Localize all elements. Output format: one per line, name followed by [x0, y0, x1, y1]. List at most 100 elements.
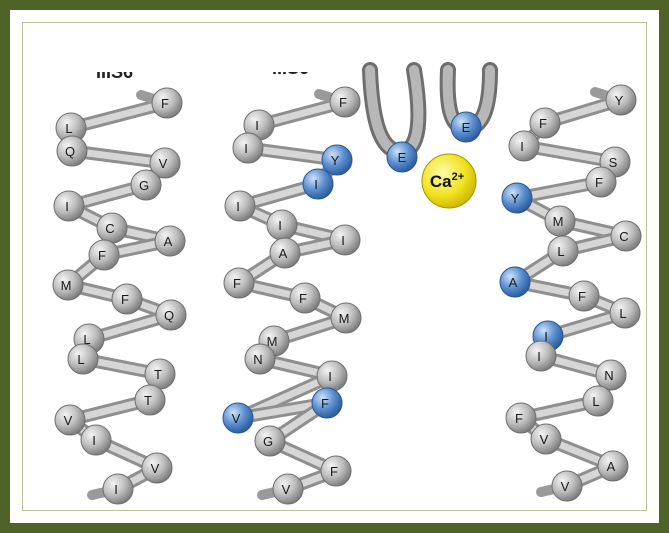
helix-1-residue-6: I [54, 191, 84, 221]
residue-label: A [164, 234, 173, 249]
residue-label: A [509, 275, 518, 290]
helix-1-residue-7: C [97, 213, 127, 243]
helix-2-residue-4: Y [322, 145, 352, 175]
helix-1-residue-17: V [55, 405, 85, 435]
helix-3-residue-3: I [509, 131, 539, 161]
residue-label: I [92, 433, 96, 448]
residue-label: I [520, 139, 524, 154]
pore-loops: EE [370, 70, 490, 172]
helix-3-residue-9: L [548, 236, 578, 266]
helix-3-residue-17: F [506, 403, 536, 433]
helix-2-residue-9: A [270, 238, 300, 268]
helix-1-residue-15: T [145, 359, 175, 389]
residue-label: I [537, 349, 541, 364]
helix-1-residue-18: I [81, 425, 111, 455]
residue-label: N [253, 352, 262, 367]
helix-1-residue-3: Q [57, 136, 87, 166]
residue-label: Y [511, 191, 520, 206]
residue-label: E [462, 120, 471, 135]
helix-1-residue-9: F [89, 240, 119, 270]
residue-label: G [139, 178, 149, 193]
residue-label: V [159, 156, 168, 171]
pore-loop-residue-1: E [387, 142, 417, 172]
residue-label: Q [65, 144, 75, 159]
helix-3-residue-2: F [530, 108, 560, 138]
residue-label: V [282, 482, 291, 497]
residue-label: F [330, 464, 338, 479]
residue-label: A [607, 459, 616, 474]
residue-label: I [65, 199, 69, 214]
helix-3-residue-7: M [545, 206, 575, 236]
helix-1-residue-12: Q [156, 300, 186, 330]
residue-label: F [161, 96, 169, 111]
helix-3-residue-14: I [526, 341, 556, 371]
residue-label: C [619, 229, 628, 244]
helix-1-residue-20: I [103, 474, 133, 504]
residue-label: I [278, 218, 282, 233]
helix-2-residue-1: F [330, 87, 360, 117]
residue-label: T [144, 393, 152, 408]
residue-label: I [236, 199, 240, 214]
residue-sphere [103, 474, 133, 504]
residue-sphere [317, 361, 347, 391]
helix-2-residue-5: I [303, 169, 333, 199]
residue-label: L [65, 121, 72, 136]
residue-label: F [321, 396, 329, 411]
residue-label: C [105, 221, 114, 236]
residue-sphere [526, 341, 556, 371]
residue-sphere [509, 131, 539, 161]
residue-label: F [233, 276, 241, 291]
residue-label: I [341, 233, 345, 248]
residue-label: M [61, 278, 72, 293]
helix-1-residue-16: T [135, 385, 165, 415]
residue-label: Y [331, 153, 340, 168]
helix-1-residue-8: A [155, 226, 185, 256]
residue-label: A [279, 246, 288, 261]
helix-3-residue-18: V [531, 424, 561, 454]
residue-sphere [54, 191, 84, 221]
helix-3-residue-5: F [586, 167, 616, 197]
residue-label: I [328, 369, 332, 384]
helix-3-residue-20: V [552, 471, 582, 501]
helix-2-residue-10: F [224, 268, 254, 298]
residue-label: F [339, 95, 347, 110]
helix-2-residue-3: I [233, 133, 263, 163]
residue-label: L [77, 352, 84, 367]
helix-2-residue-6: I [225, 191, 255, 221]
helix-3-residue-12: L [610, 298, 640, 328]
helix-3-residue-6: Y [502, 183, 532, 213]
residue-label: F [121, 292, 129, 307]
helix-2-residue-16: V [223, 403, 253, 433]
helix-2-residue-8: I [330, 225, 360, 255]
helix-1-residue-14: L [68, 344, 98, 374]
residue-label: F [578, 289, 586, 304]
residue-sphere [233, 133, 263, 163]
helix-2-residue-15: I [317, 361, 347, 391]
helix-2-residue-18: G [255, 426, 285, 456]
helix-3-residue-16: L [583, 386, 613, 416]
helix-header-middle: IIIS6 [272, 58, 309, 78]
residue-label: L [592, 394, 599, 409]
helix-1-residue-10: M [53, 270, 83, 300]
residue-label: G [263, 434, 273, 449]
residue-label: V [64, 413, 73, 428]
residue-label: V [561, 479, 570, 494]
residue-sphere [267, 210, 297, 240]
helix-3-residue-8: C [611, 221, 641, 251]
residue-label: F [98, 248, 106, 263]
helix-1-residue-5: G [131, 170, 161, 200]
helix-3-residue-19: A [598, 451, 628, 481]
helix-2-residue-20: V [273, 474, 303, 504]
residue-label: I [244, 141, 248, 156]
residue-sphere [81, 425, 111, 455]
helix-3-residue-1: Y [606, 85, 636, 115]
helix-2-residue-7: I [267, 210, 297, 240]
residue-label: L [619, 306, 626, 321]
residue-label: L [557, 244, 564, 259]
pore-loop-residue-2: E [451, 112, 481, 142]
helix-3-residue-15: N [596, 360, 626, 390]
helix-1-residue-1: F [152, 88, 182, 118]
residue-label: I [314, 177, 318, 192]
residue-label: V [151, 461, 160, 476]
residue-label: F [515, 411, 523, 426]
